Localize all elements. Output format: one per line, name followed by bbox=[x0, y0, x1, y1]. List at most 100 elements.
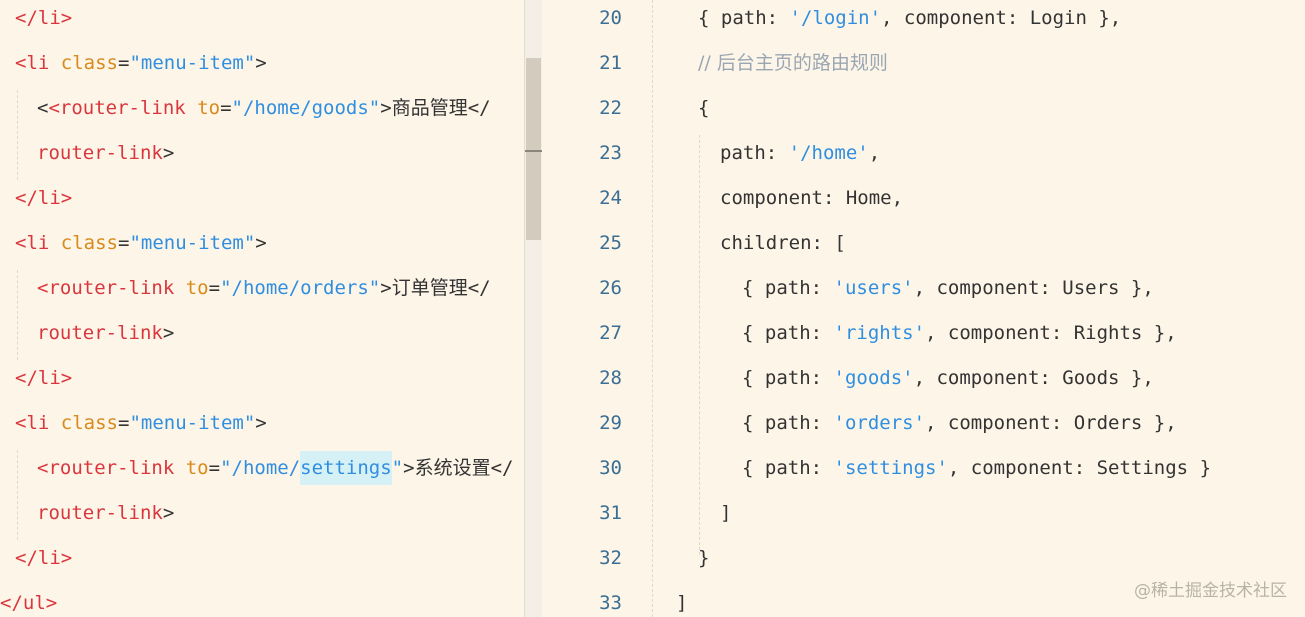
code-line: { path: 'goods', component: Goods }, bbox=[742, 360, 1154, 405]
indent-guide bbox=[17, 450, 19, 540]
code-line: { path: 'orders', component: Orders }, bbox=[742, 405, 1177, 450]
code-line: <li class="menu-item"> bbox=[15, 45, 267, 90]
search-highlight: settings bbox=[300, 451, 392, 485]
code-token: , component: Orders }, bbox=[925, 412, 1177, 434]
code-line: { bbox=[698, 90, 709, 135]
code-token: </li> bbox=[15, 367, 73, 389]
code-token: ] bbox=[676, 592, 688, 614]
code-token: router-link bbox=[37, 322, 163, 344]
code-token: = bbox=[208, 457, 221, 479]
code-token: to bbox=[197, 97, 221, 119]
code-token: </li> bbox=[15, 187, 73, 209]
code-line: <router-link to="/home/settings">系统设置</ bbox=[37, 450, 513, 495]
code-comment: // 后台主页的路由规则 bbox=[698, 52, 888, 74]
code-token: <li bbox=[15, 232, 50, 254]
code-token: <li bbox=[15, 412, 50, 434]
code-token: > bbox=[255, 232, 267, 254]
right-editor-pane[interactable]: 20 21 22 23 24 25 26 27 28 29 30 31 32 3… bbox=[542, 0, 1305, 617]
left-editor-pane[interactable]: </li> <li class="menu-item"> <<router-li… bbox=[0, 0, 524, 617]
code-token: , component: Rights }, bbox=[925, 322, 1177, 344]
code-token: class bbox=[60, 412, 118, 434]
code-token: , component: Users }, bbox=[913, 277, 1154, 299]
code-token: "menu-item" bbox=[129, 52, 256, 74]
line-number: 21 bbox=[599, 52, 622, 74]
line-number: 27 bbox=[599, 322, 622, 344]
code-token: "menu-item" bbox=[129, 412, 256, 434]
code-token: <li bbox=[15, 52, 50, 74]
scrollbar-marker bbox=[525, 150, 542, 152]
code-token: 'users' bbox=[833, 277, 914, 299]
code-token: ] bbox=[720, 502, 732, 524]
code-token: 系统设置 bbox=[414, 457, 491, 479]
code-line: // 后台主页的路由规则 bbox=[698, 45, 888, 90]
line-number: 33 bbox=[599, 592, 622, 614]
code-line: component: Home, bbox=[720, 180, 903, 225]
line-number: 30 bbox=[599, 457, 622, 479]
code-token: class bbox=[60, 232, 118, 254]
code-token: "/home/goods" bbox=[231, 97, 381, 119]
code-token: to bbox=[185, 457, 209, 479]
code-token: = bbox=[117, 52, 130, 74]
code-token: { path: bbox=[742, 367, 834, 389]
code-line: </li> bbox=[15, 0, 72, 45]
code-line: ] bbox=[720, 495, 731, 540]
code-token: router-link bbox=[37, 142, 163, 164]
vertical-scrollbar[interactable] bbox=[524, 0, 543, 617]
code-token: > bbox=[162, 142, 175, 164]
code-line: </li> bbox=[15, 180, 72, 225]
code-token: = bbox=[117, 232, 130, 254]
code-token: '/home' bbox=[788, 142, 869, 164]
line-number: 25 bbox=[599, 232, 622, 254]
line-number: 22 bbox=[599, 97, 622, 119]
code-token: 商品管理 bbox=[391, 97, 468, 119]
code-token: , bbox=[868, 142, 881, 164]
indent-guide bbox=[17, 270, 19, 360]
code-token: > bbox=[255, 52, 267, 74]
code-line: router-link> bbox=[37, 495, 174, 540]
code-line: { path: 'rights', component: Rights }, bbox=[742, 315, 1177, 360]
code-token: > bbox=[380, 277, 392, 299]
code-line: } bbox=[698, 540, 709, 585]
code-line: path: '/home', bbox=[720, 135, 880, 180]
code-token: router-link bbox=[37, 502, 163, 524]
code-token: { path: bbox=[698, 7, 790, 29]
line-number: 32 bbox=[599, 547, 622, 569]
line-number: 29 bbox=[599, 412, 622, 434]
code-token: </ bbox=[467, 97, 491, 119]
code-token: " bbox=[391, 457, 404, 479]
code-line: </ul> bbox=[0, 585, 57, 617]
code-token: class bbox=[60, 52, 118, 74]
code-line: { path: 'settings', component: Settings … bbox=[742, 450, 1211, 495]
code-token: , component: Login }, bbox=[881, 7, 1122, 29]
code-token: </ bbox=[467, 277, 491, 299]
code-token: { path: bbox=[742, 412, 834, 434]
code-token: = bbox=[208, 277, 221, 299]
code-token: "/home/orders" bbox=[220, 277, 381, 299]
code-token: 'settings' bbox=[833, 457, 948, 479]
code-token: "/home/ bbox=[220, 457, 301, 479]
line-number: 20 bbox=[599, 7, 622, 29]
code-token: } bbox=[698, 547, 710, 569]
code-line: <li class="menu-item"> bbox=[15, 225, 267, 270]
code-line: { path: 'users', component: Users }, bbox=[742, 270, 1154, 315]
code-token: , component: Goods }, bbox=[913, 367, 1154, 389]
watermark: @稀土掘金技术社区 bbox=[1134, 581, 1287, 601]
code-line: ] bbox=[676, 585, 687, 617]
code-line: <<router-link to="/home/goods">商品管理</ bbox=[37, 90, 491, 135]
code-line: children: [ bbox=[720, 225, 846, 270]
indent-guide bbox=[699, 270, 701, 495]
code-token: = bbox=[220, 97, 232, 119]
code-token: component: Home, bbox=[720, 187, 904, 209]
code-token: path: bbox=[720, 142, 789, 164]
code-token: = bbox=[117, 412, 130, 434]
code-line: <router-link to="/home/orders">订单管理</ bbox=[37, 270, 491, 315]
line-number: 28 bbox=[599, 367, 622, 389]
line-number: 24 bbox=[599, 187, 622, 209]
code-token: 'orders' bbox=[833, 412, 926, 434]
line-number: 23 bbox=[599, 142, 622, 164]
code-token: <router-link bbox=[48, 97, 186, 119]
scrollbar-thumb[interactable] bbox=[526, 58, 541, 240]
code-token: < bbox=[37, 97, 49, 119]
code-token: </li> bbox=[15, 547, 73, 569]
code-token: </ bbox=[490, 457, 514, 479]
